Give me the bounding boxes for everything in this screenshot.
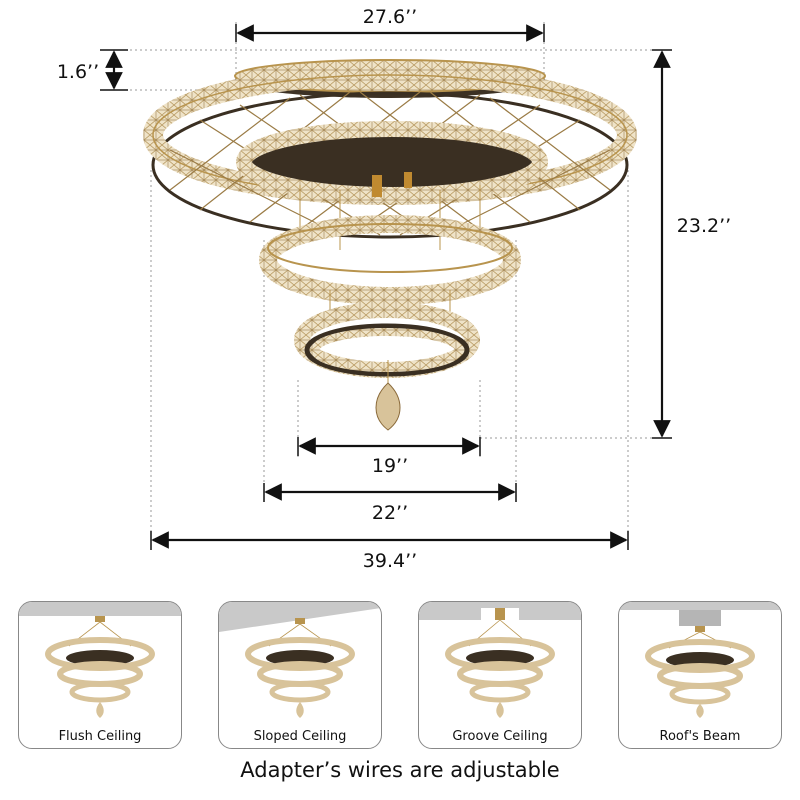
roof-beam-icon: [619, 602, 781, 718]
footer-note: Adapter’s wires are adjustable: [240, 758, 560, 782]
dimension-diagram: 27.6’’ 1.6’’ 23.2’’ 19’’ 22’’ 39.4’’: [57, 6, 731, 572]
outer-ring-width-label: 39.4’’: [363, 550, 417, 572]
dimension-arrows: [105, 24, 671, 549]
groove-ceiling-icon: [419, 602, 581, 718]
panel-roof-beam: Roof's Beam: [618, 601, 782, 749]
flush-ceiling-icon: [19, 602, 181, 718]
panel-groove-ceiling: Groove Ceiling: [418, 601, 582, 749]
bottom-ring-width-label: 19’’: [372, 455, 408, 477]
middle-ring-width-label: 22’’: [372, 502, 408, 524]
panel-flush-ceiling: Flush Ceiling: [18, 601, 182, 749]
top-width-label: 27.6’’: [363, 6, 417, 28]
base-height-label: 1.6’’: [57, 61, 99, 83]
installation-label: Roof's Beam: [659, 729, 741, 744]
panel-sloped-ceiling: Sloped Ceiling: [218, 601, 382, 749]
installation-label: Flush Ceiling: [58, 729, 142, 744]
overall-height-label: 23.2’’: [677, 215, 731, 237]
installation-label: Sloped Ceiling: [253, 729, 347, 744]
installation-label: Groove Ceiling: [452, 729, 548, 744]
sloped-ceiling-icon: [219, 602, 381, 718]
chandelier-illustration: [143, 59, 637, 431]
